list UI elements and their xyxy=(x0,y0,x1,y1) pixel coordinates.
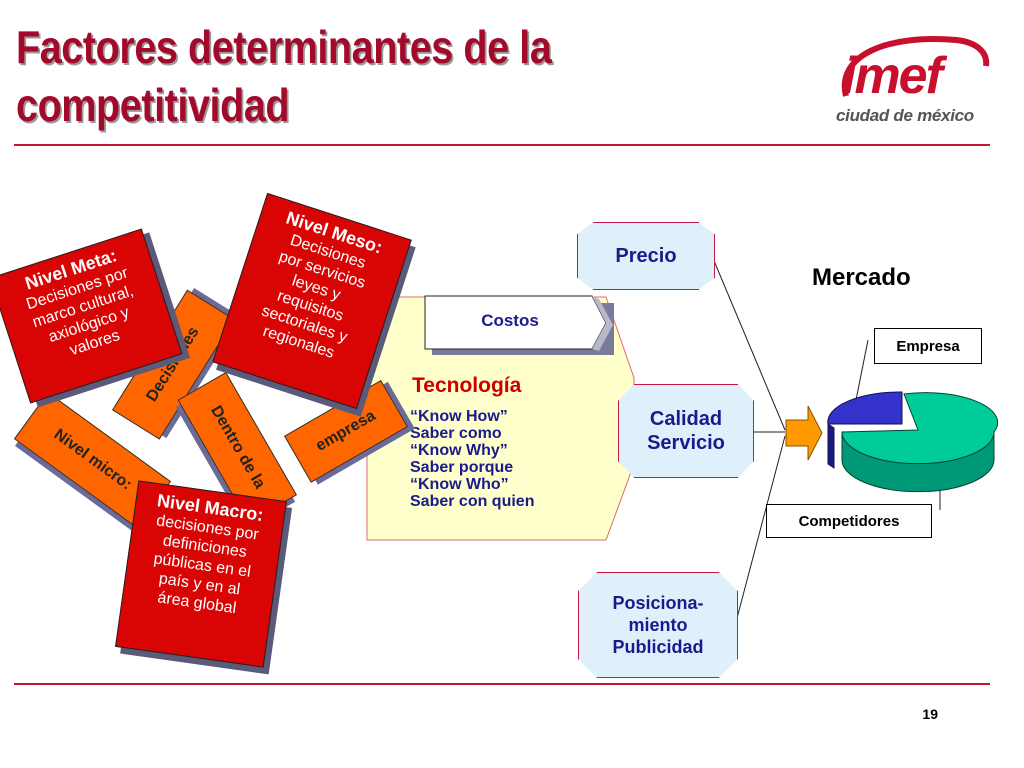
empresa-label-box: Empresa xyxy=(874,328,982,364)
empresa-band-label: empresa xyxy=(312,407,379,455)
posicionamiento-label-2: miento xyxy=(628,615,688,635)
mercado-title: Mercado xyxy=(812,264,911,291)
tecnologia-heading: Tecnología xyxy=(412,374,522,397)
nivel-macro-card: Nivel Macro: decisiones por definiciones… xyxy=(115,480,287,668)
top-divider xyxy=(14,144,990,146)
imef-logo xyxy=(826,26,996,136)
bottom-divider xyxy=(14,683,990,685)
pie-competidores-slice xyxy=(841,392,999,493)
precio-box: Precio xyxy=(577,222,715,290)
costos-banner: Costos xyxy=(424,295,614,355)
tecnologia-line: “Know Why” xyxy=(410,442,508,459)
page-title: Factores determinantes de la competitivi… xyxy=(16,18,670,134)
tecnologia-line: “Know How” xyxy=(410,408,508,425)
tecnologia-line: Saber con quien xyxy=(410,493,535,510)
tecnologia-line: Saber como xyxy=(410,425,502,442)
competidores-label-box: Competidores xyxy=(766,504,932,538)
precio-label: Precio xyxy=(615,244,677,267)
market-pie-chart xyxy=(827,391,999,493)
servicio-label: Servicio xyxy=(647,432,725,454)
tecnologia-list: “Know How” Saber como “Know Why” Saber p… xyxy=(410,408,534,510)
logo-swoosh-icon xyxy=(841,36,990,97)
calidad-servicio-box: Calidad Servicio xyxy=(618,384,754,478)
tecnologia-line: “Know Who” xyxy=(410,476,509,493)
empresa-label: Empresa xyxy=(896,337,960,355)
publicidad-label: Publicidad xyxy=(612,637,704,657)
logo-subtitle: ciudad de méxico xyxy=(836,106,974,125)
arrow-right-icon xyxy=(785,405,823,461)
title-line-1: Factores determinantes de la xyxy=(16,21,552,73)
calidad-label: Calidad xyxy=(649,408,723,430)
title-line-2: competitividad xyxy=(16,79,290,131)
page-number: 19 xyxy=(922,706,938,722)
posicionamiento-label-1: Posiciona- xyxy=(612,593,704,613)
costos-label: Costos xyxy=(481,311,539,330)
competidores-label: Competidores xyxy=(798,512,900,530)
posicionamiento-box: Posiciona- miento Publicidad xyxy=(578,572,738,678)
pie-empresa-slice xyxy=(827,391,903,469)
tecnologia-line: Saber porque xyxy=(410,459,514,476)
logo-wordmark: imef xyxy=(842,47,943,105)
